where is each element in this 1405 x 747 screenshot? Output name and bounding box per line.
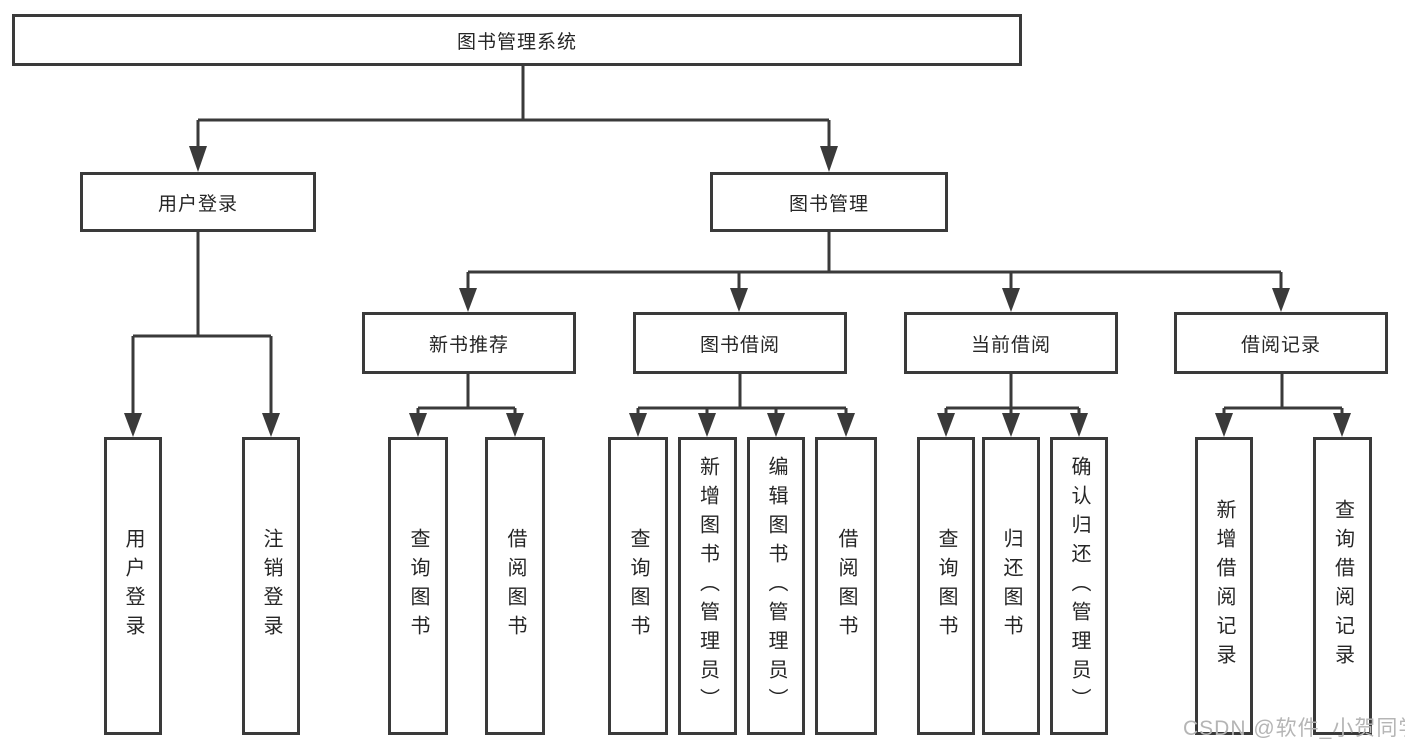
- connector-borrowing-records: [1222, 374, 1344, 416]
- leaf-logout: 注销登录: [242, 437, 300, 735]
- leaf-query-borrowing-record: 查询借阅记录: [1313, 437, 1372, 735]
- node-current-borrowing: 当前借阅: [904, 312, 1118, 374]
- csdn-watermark: CSDN @软件_小贺同学: [1183, 717, 1405, 740]
- leaf-borrow-books-borrowing: 借阅图书: [815, 437, 877, 735]
- leaf-add-borrowing-record: 新增借阅记录: [1195, 437, 1253, 735]
- node-book-borrowing: 图书借阅: [633, 312, 847, 374]
- leaf-query-books-borrowing: 查询图书: [608, 437, 668, 735]
- arrowheads: [124, 146, 1351, 437]
- connector-new-book-recommendation: [416, 374, 517, 416]
- connector-user-login: [131, 232, 273, 416]
- leaf-confirm-return-admin: 确认归还（管理员）: [1050, 437, 1108, 735]
- leaf-return-books: 归还图书: [982, 437, 1040, 735]
- leaf-query-books-current: 查询图书: [917, 437, 975, 735]
- connector-root: [196, 66, 831, 150]
- connector-book-management: [466, 232, 1283, 291]
- leaf-add-books-admin: 新增图书（管理员）: [678, 437, 737, 735]
- node-new-book-recommendation: 新书推荐: [362, 312, 576, 374]
- leaf-edit-books-admin: 编辑图书（管理员）: [747, 437, 805, 735]
- leaf-query-books-recommendation: 查询图书: [388, 437, 448, 735]
- node-book-management: 图书管理: [710, 172, 948, 232]
- connector-book-borrowing: [636, 374, 848, 416]
- node-borrowing-records: 借阅记录: [1174, 312, 1388, 374]
- node-library-management-system: 图书管理系统: [12, 14, 1022, 66]
- connector-current-borrowing: [944, 374, 1081, 416]
- node-user-login: 用户登录: [80, 172, 316, 232]
- leaf-borrow-books-recommendation: 借阅图书: [485, 437, 545, 735]
- leaf-user-login: 用户登录: [104, 437, 162, 735]
